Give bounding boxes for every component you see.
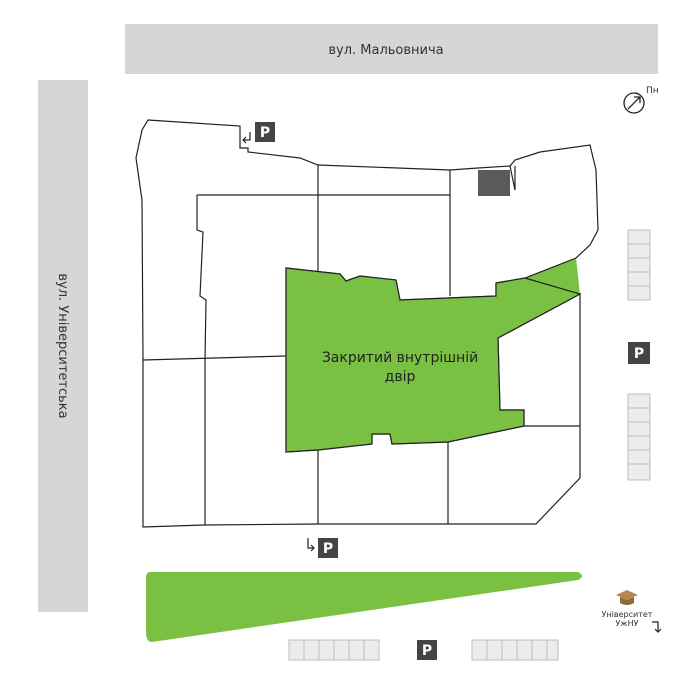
parking-stalls-right-lower <box>627 393 651 481</box>
university-cap-icon <box>616 590 638 605</box>
green-strip <box>146 572 582 642</box>
parking-icon[interactable]: P <box>318 538 338 558</box>
street-label-top: вул. Мальовнича <box>328 43 443 58</box>
street-universytetska <box>38 80 88 612</box>
green-wedge <box>525 258 580 294</box>
parking-label: P <box>323 541 333 557</box>
parking-stalls-bottom-left <box>288 639 380 661</box>
university-label-line2: УжНУ <box>616 619 639 628</box>
north-arrow-icon <box>623 92 645 114</box>
parking-icon[interactable]: P <box>628 342 650 364</box>
parking-stalls-right-upper <box>627 229 651 301</box>
parking-label: P <box>260 125 270 141</box>
university-label-line1: Університет <box>602 610 653 619</box>
dark-unit <box>478 170 510 196</box>
entrance-arrow-icon <box>307 538 315 552</box>
parking-icon[interactable]: P <box>255 122 275 142</box>
courtyard <box>285 267 582 453</box>
parking-stalls-bottom-right <box>471 639 559 661</box>
parking-icon[interactable]: P <box>417 640 437 660</box>
street-malovnycha <box>125 24 658 74</box>
north-label: Пн <box>646 86 659 96</box>
courtyard-label-line2: двір <box>385 369 416 385</box>
entrance-arrow-icon <box>242 132 251 144</box>
street-label-left: вул. Університетська <box>55 273 70 418</box>
parking-label: P <box>422 643 432 659</box>
courtyard-label-line1: Закритий внутрішній <box>322 350 478 366</box>
parking-label: P <box>634 346 644 362</box>
entrance-arrow-icon <box>652 621 662 633</box>
